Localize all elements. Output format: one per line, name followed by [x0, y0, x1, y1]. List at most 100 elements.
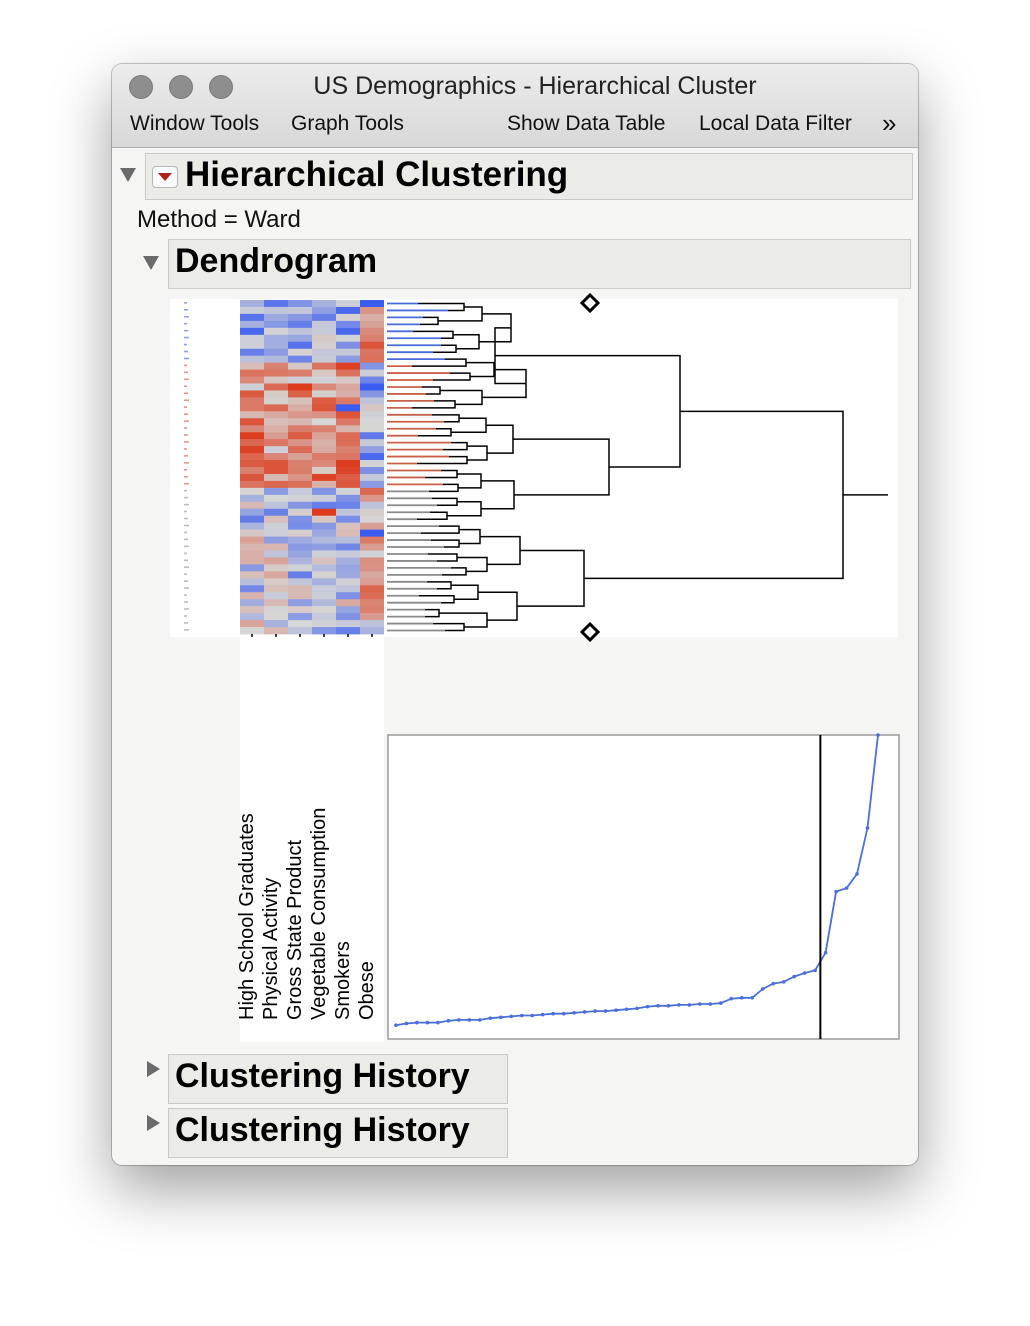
- heatmap-cell: [240, 508, 264, 517]
- heatmap-cell: [288, 606, 312, 614]
- heatmap-cell: [336, 348, 360, 357]
- heatmap-cell: [360, 550, 384, 558]
- dendrogram-header[interactable]: [168, 239, 911, 289]
- clustering-history-header-2[interactable]: [168, 1108, 508, 1158]
- heatmap-cell: [288, 627, 312, 635]
- distance-point: [635, 1006, 639, 1011]
- heatmap-cell: [336, 355, 360, 364]
- row-label: [184, 343, 187, 346]
- red-triangle-menu-icon[interactable]: [152, 166, 178, 188]
- heatmap-cell: [240, 515, 264, 524]
- heatmap-cell: [264, 508, 288, 517]
- heatmap-cell: [336, 327, 360, 336]
- distance-point: [729, 996, 734, 1001]
- heatmap-cell: [312, 543, 336, 551]
- expand-clustering-history-2-icon[interactable]: [147, 1115, 160, 1131]
- toolbar-overflow-icon[interactable]: »: [882, 108, 897, 138]
- heatmap-cell: [336, 411, 360, 419]
- heatmap-cell: [240, 369, 264, 377]
- heatmap-cell: [312, 390, 336, 398]
- heatmap-cell: [336, 473, 360, 482]
- heatmap-cell: [336, 578, 360, 586]
- heatmap-cell: [264, 334, 288, 343]
- distance-point: [488, 1016, 493, 1020]
- distance-point: [708, 1002, 713, 1006]
- heatmap-cell: [312, 501, 336, 510]
- collapse-hierarchical-clustering-icon[interactable]: [120, 168, 136, 182]
- zoom-window-button[interactable]: [209, 75, 233, 99]
- heatmap-cell: [240, 522, 264, 531]
- cluster-handle-top-icon[interactable]: [579, 292, 601, 314]
- distance-point: [677, 1003, 681, 1007]
- menu-graph-tools[interactable]: Graph Tools: [291, 112, 404, 135]
- heatmap-cell: [312, 362, 336, 370]
- dendrogram-graphic: [170, 292, 900, 1042]
- heatmap-cell: [240, 473, 264, 482]
- heatmap-cell: [264, 494, 288, 503]
- heatmap-cell: [312, 306, 336, 315]
- menu-local-data-filter[interactable]: Local Data Filter: [699, 112, 852, 135]
- collapse-dendrogram-icon[interactable]: [143, 256, 159, 270]
- distance-point: [844, 886, 849, 890]
- heatmap-cell: [240, 383, 264, 391]
- heatmap-cell: [336, 453, 360, 461]
- heatmap-cell: [360, 557, 384, 565]
- distance-point: [509, 1014, 514, 1019]
- clustering-history-header[interactable]: [168, 1054, 508, 1104]
- row-label: [184, 441, 189, 443]
- heatmap-cell: [336, 522, 360, 531]
- heatmap-cell: [360, 446, 384, 454]
- heatmap-cell: [312, 585, 336, 593]
- heatmap-cell: [264, 571, 288, 579]
- row-label: [184, 489, 187, 492]
- heatmap-cell: [288, 564, 312, 572]
- row-label: [184, 469, 187, 471]
- row-label: [184, 552, 187, 555]
- heatmap-cell: [336, 494, 360, 503]
- menu-window-tools[interactable]: Window Tools: [130, 112, 260, 135]
- distance-point: [603, 1009, 608, 1013]
- menu-show-data-table[interactable]: Show Data Table: [507, 112, 666, 135]
- heatmap-cell: [264, 529, 288, 537]
- heatmap-cell: [312, 550, 336, 558]
- distance-graph: [387, 733, 900, 1040]
- heatmap-cell: [312, 418, 336, 426]
- expand-clustering-history-icon[interactable]: [147, 1061, 160, 1077]
- clustering-history-title-2: Clustering History: [175, 1111, 470, 1149]
- row-label: [184, 496, 188, 499]
- title-bar: US Demographics - Hierarchical Cluster W…: [112, 64, 918, 148]
- heatmap-cell: [288, 620, 312, 628]
- heatmap-cell: [240, 460, 264, 468]
- distance-point: [802, 971, 807, 975]
- heatmap-cell: [312, 571, 336, 579]
- heatmap-cell: [360, 362, 384, 370]
- heatmap-cell: [336, 432, 360, 440]
- heatmap-cell: [264, 439, 288, 447]
- row-label: [184, 608, 189, 610]
- heatmap-cell: [360, 487, 384, 496]
- hierarchical-clustering-header[interactable]: [145, 153, 913, 200]
- row-label: [184, 545, 189, 548]
- heatmap-cell: [264, 557, 288, 565]
- row-label: [184, 482, 189, 485]
- row-label: [184, 413, 188, 415]
- heatmap-cell: [360, 543, 384, 551]
- row-label: [184, 580, 188, 582]
- heatmap-cell: [312, 300, 336, 308]
- heatmap-cell: [264, 397, 288, 405]
- heatmap-cell: [360, 320, 384, 329]
- heatmap-cell: [240, 320, 264, 329]
- heatmap-cell: [288, 494, 312, 503]
- heatmap-cell: [264, 592, 288, 600]
- minimize-window-button[interactable]: [169, 75, 193, 99]
- heatmap-cell: [360, 529, 384, 537]
- heatmap-cell: [240, 599, 264, 607]
- column-label-vegetable-consumption: Vegetable Consumption: [308, 807, 330, 1020]
- close-window-button[interactable]: [129, 75, 153, 99]
- heatmap-cell: [336, 446, 360, 454]
- heatmap-cell: [288, 571, 312, 579]
- cluster-handle-bottom-icon[interactable]: [579, 621, 601, 643]
- row-label: [184, 357, 189, 360]
- distance-point: [415, 1020, 419, 1025]
- heatmap-cell: [360, 404, 384, 412]
